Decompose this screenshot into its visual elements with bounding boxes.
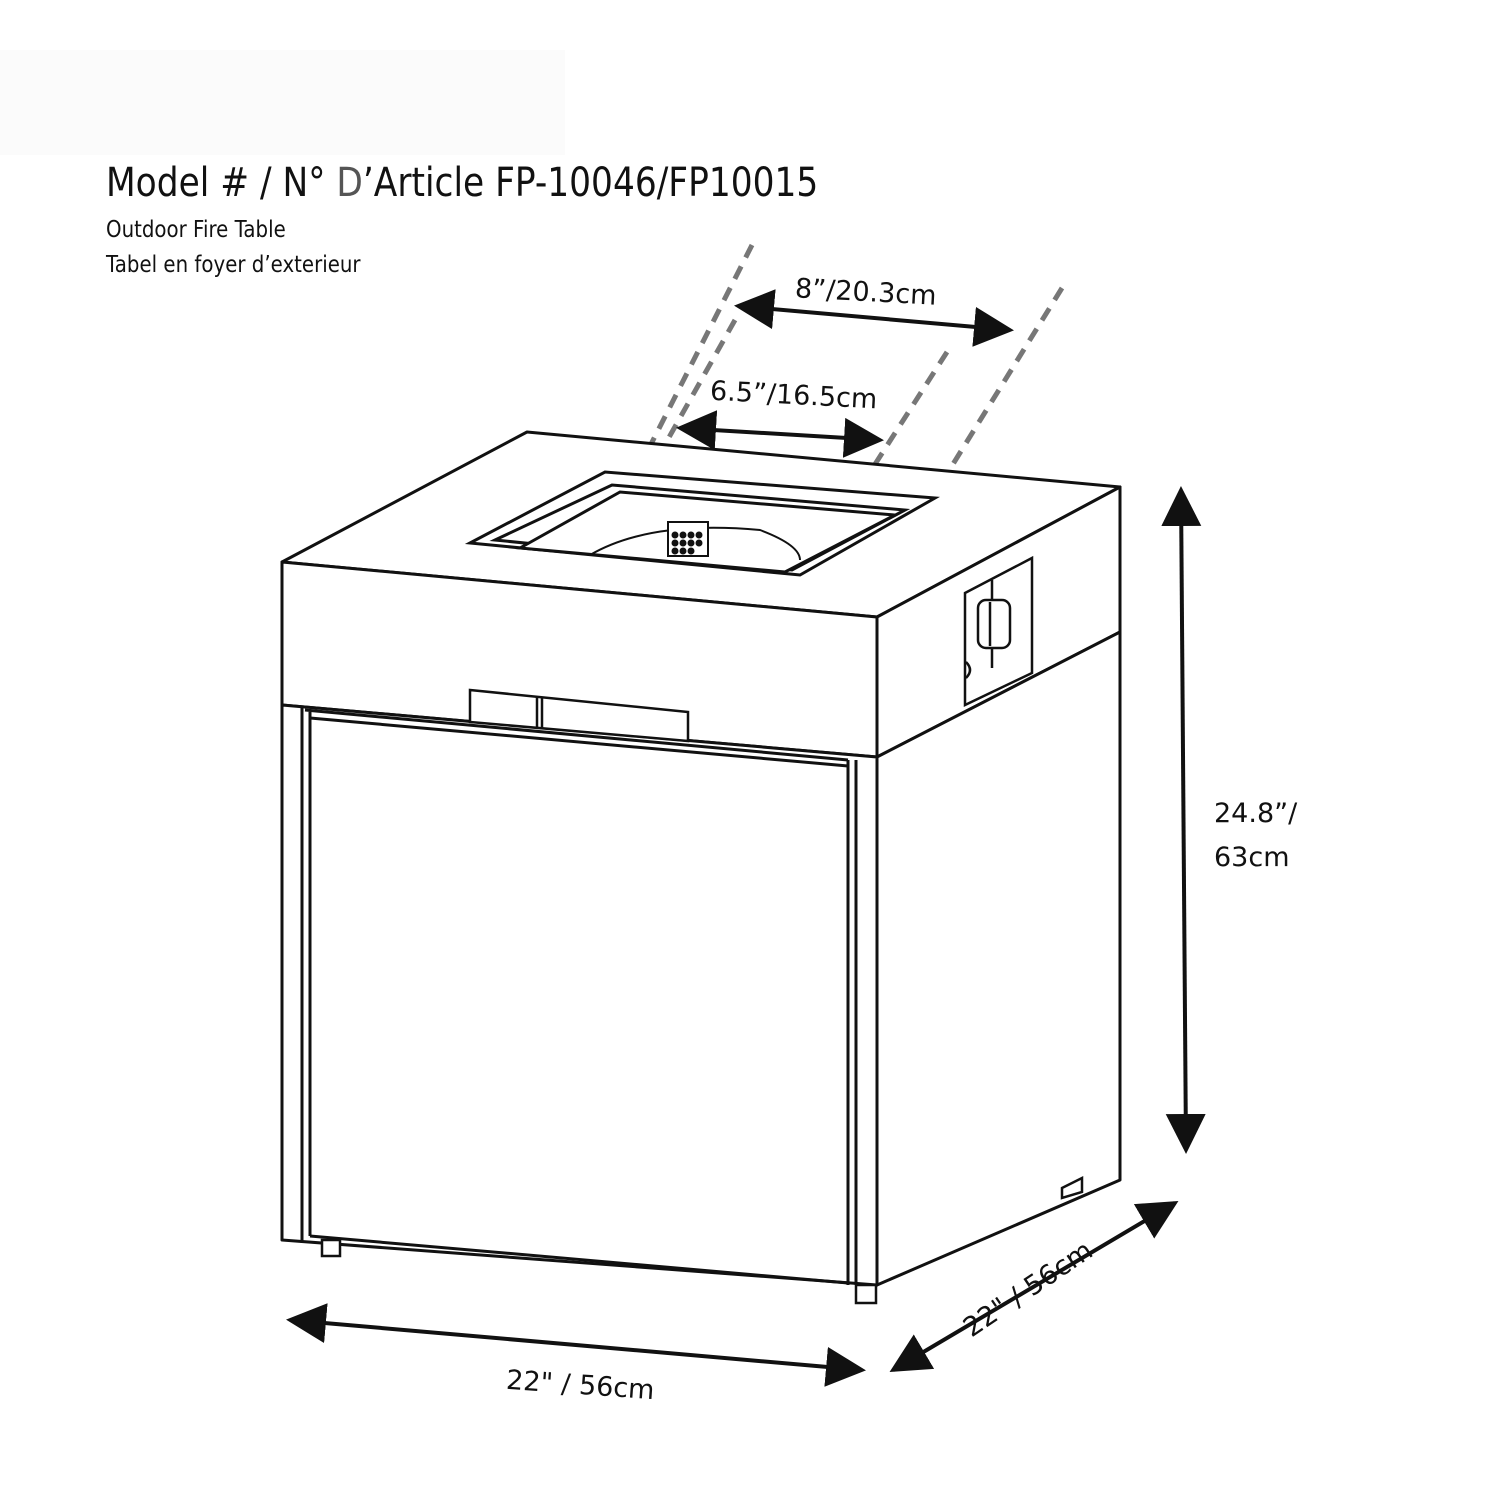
cabinet-door xyxy=(300,707,858,1285)
title-d: D xyxy=(336,160,363,206)
door-handle xyxy=(468,688,690,743)
model-title: Model # / N° D’Article FP-10046/FP10015 xyxy=(106,160,818,206)
burner-outer-arrow xyxy=(734,289,1014,347)
header-background xyxy=(0,50,565,155)
title-prefix: Model # / N° xyxy=(106,160,337,206)
depth-arrow xyxy=(889,1200,1179,1373)
burner-inner-arrow xyxy=(676,410,884,458)
height-arrow xyxy=(1161,486,1206,1154)
subtitle-french: Tabel en foyer d’exterieur xyxy=(106,252,361,278)
height-label-line1: 24.8”/ xyxy=(1214,798,1298,829)
subtitle-english: Outdoor Fire Table xyxy=(106,217,286,243)
control-knob-icon xyxy=(963,555,1034,707)
width-arrow xyxy=(286,1303,866,1387)
title-suffix: ’Article FP-10046/FP10015 xyxy=(362,160,819,206)
height-label-line2: 63cm xyxy=(1214,842,1290,873)
table-feet xyxy=(320,1175,1084,1305)
igniter-icon xyxy=(667,521,709,557)
